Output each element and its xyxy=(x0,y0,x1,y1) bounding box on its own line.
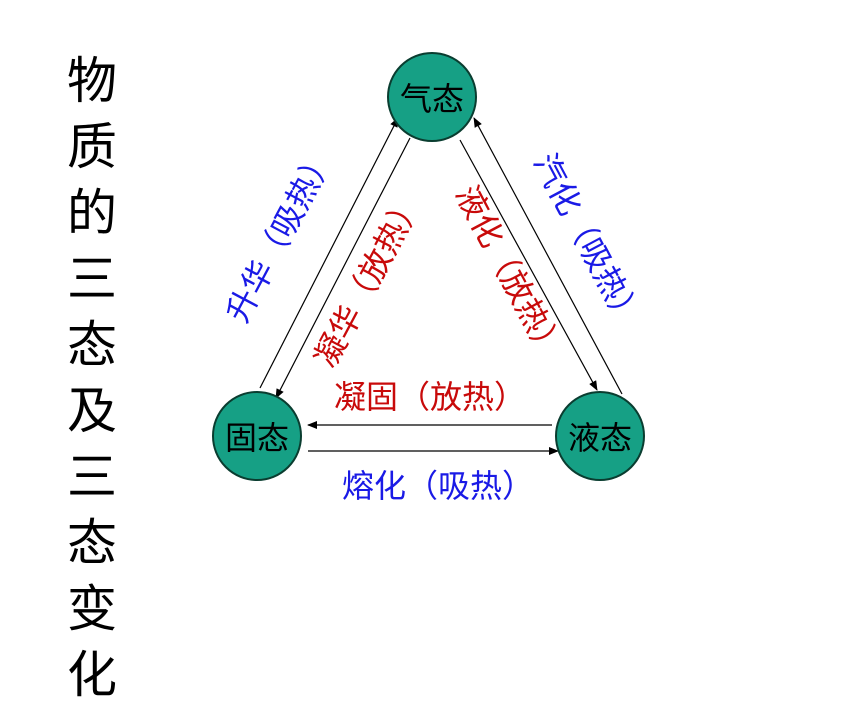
label-deposition: 凝华（放热） xyxy=(306,186,430,373)
arrow-liquefaction xyxy=(459,139,598,391)
arrow-vaporization xyxy=(473,117,623,395)
node-gas-label: 气态 xyxy=(400,80,464,118)
node-solid-label: 固态 xyxy=(225,419,289,457)
node-liquid-label: 液态 xyxy=(568,419,632,457)
label-freezing: 凝固（放热） xyxy=(334,378,526,416)
node-liquid: 液态 xyxy=(555,391,645,481)
arrow-deposition xyxy=(275,137,411,399)
label-melting: 熔化（吸热） xyxy=(342,467,534,505)
node-solid: 固态 xyxy=(212,391,302,481)
state-change-diagram: 气态 固态 液态 升华（吸热） 凝华（放热） 液化（放热） 汽化（吸热） 凝固（… xyxy=(212,52,650,505)
arrow-sublimation xyxy=(259,117,399,389)
node-gas: 气态 xyxy=(387,52,477,142)
label-sublimation: 升华（吸热） xyxy=(218,141,342,328)
